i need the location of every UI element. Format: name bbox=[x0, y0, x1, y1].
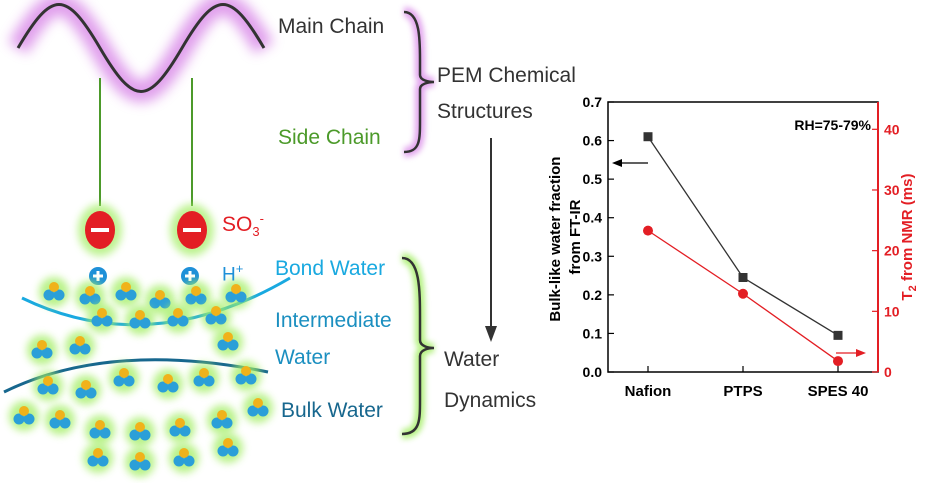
right-axis-pointer-arrow bbox=[836, 349, 866, 357]
water-dynamics-label-2: Dynamics bbox=[444, 389, 537, 412]
chart: 0.0 0.1 0.2 0.3 0.4 0.5 0.6 0.7 0 10 20 30 40 Nafio… bbox=[547, 94, 919, 400]
right-axis-tick-label: 40 bbox=[884, 121, 900, 137]
water-molecule-icon bbox=[87, 303, 117, 333]
left-axis-tick-label: 0.2 bbox=[583, 287, 603, 303]
water-molecule-icon bbox=[169, 443, 199, 473]
right-axis-tick-label: 30 bbox=[884, 182, 900, 198]
bulk-water-label: Bulk Water bbox=[281, 399, 383, 422]
water-molecule-icon bbox=[207, 405, 237, 435]
water-molecule-icon bbox=[75, 281, 105, 311]
left-axis-tick-label: 0.6 bbox=[583, 133, 603, 149]
water-molecule-icon bbox=[189, 363, 219, 393]
left-axis-tick-label: 0.5 bbox=[583, 171, 603, 187]
water-molecule-icon bbox=[213, 327, 243, 357]
right-axis-ticks: 0 10 20 30 40 bbox=[872, 121, 900, 380]
left-axis-label-line1: Bulk-like water fraction bbox=[547, 157, 564, 322]
right-axis-label: T2 from NMR (ms) bbox=[899, 174, 919, 301]
data-point-nmr bbox=[833, 356, 843, 367]
bulk-water-boundary bbox=[3, 358, 269, 394]
down-arrow-icon bbox=[485, 138, 497, 342]
data-point-ftir bbox=[738, 273, 748, 282]
bond-water-label: Bond Water bbox=[275, 257, 386, 280]
data-point-nmr bbox=[643, 225, 653, 236]
water-molecule-icon bbox=[109, 363, 139, 393]
intermediate-water-label-1: Intermediate bbox=[275, 309, 392, 332]
water-molecule-icon bbox=[153, 369, 183, 399]
x-axis-ticks: Nafion PTPS SPES 40 bbox=[625, 366, 869, 400]
series-line-left bbox=[647, 136, 839, 336]
brace-icon bbox=[401, 253, 435, 439]
x-axis-tick-label: SPES 40 bbox=[808, 383, 869, 400]
main-chain-label: Main Chain bbox=[278, 15, 385, 38]
x-axis-tick-label: Nafion bbox=[625, 383, 672, 400]
right-axis-tick-label: 20 bbox=[884, 243, 900, 259]
water-molecule-icon bbox=[45, 405, 75, 435]
intermediate-water-label-2: Water bbox=[275, 346, 331, 369]
water-molecules bbox=[9, 277, 273, 477]
water-molecule-icon bbox=[125, 417, 155, 447]
negative-charge-icon bbox=[170, 204, 214, 256]
chart-annotation: RH=75-79% bbox=[794, 117, 871, 133]
series-points bbox=[643, 132, 843, 367]
left-axis-label-line2: from FT-IR bbox=[567, 199, 584, 274]
water-molecule-icon bbox=[125, 305, 155, 335]
brace-icon bbox=[402, 7, 435, 157]
x-axis-tick-label: PTPS bbox=[723, 383, 762, 400]
water-molecule-icon bbox=[125, 447, 155, 477]
water-molecule-icon bbox=[85, 415, 115, 445]
proton-label: H+ bbox=[222, 261, 244, 286]
right-axis-tick-label: 0 bbox=[884, 364, 892, 380]
left-axis-tick-label: 0.0 bbox=[583, 364, 603, 380]
data-point-nmr bbox=[738, 288, 748, 299]
left-axis-tick-label: 0.7 bbox=[583, 94, 603, 110]
water-molecule-icon bbox=[221, 279, 251, 309]
water-molecule-icon bbox=[163, 303, 193, 333]
right-axis-tick-label: 10 bbox=[884, 303, 900, 319]
left-axis-tick-label: 0.3 bbox=[583, 248, 603, 264]
proton-plus-icon bbox=[181, 267, 199, 285]
series-lines bbox=[647, 136, 839, 362]
side-chain-label: Side Chain bbox=[278, 126, 381, 149]
main-chain-glow bbox=[8, 0, 274, 103]
water-molecule-icon bbox=[33, 371, 63, 401]
water-molecule-icon bbox=[165, 413, 195, 443]
water-molecule-icon bbox=[181, 281, 211, 311]
left-axis-tick-label: 0.1 bbox=[583, 325, 603, 341]
water-molecule-icon bbox=[27, 335, 57, 365]
water-molecule-icon bbox=[213, 433, 243, 463]
water-molecule-icon bbox=[111, 277, 141, 307]
left-axis-pointer-arrow bbox=[612, 159, 648, 167]
left-axis-label: Bulk-like water fraction from FT-IR bbox=[547, 152, 584, 321]
water-molecule-icon bbox=[243, 393, 273, 423]
water-molecule-icon bbox=[231, 361, 261, 391]
water-molecule-icon bbox=[145, 285, 175, 315]
proton-plus-icon bbox=[89, 267, 107, 285]
water-molecule-icon bbox=[65, 331, 95, 361]
data-point-ftir bbox=[643, 132, 653, 142]
negative-charge-icon bbox=[78, 204, 122, 256]
left-axis-tick-label: 0.4 bbox=[583, 210, 603, 226]
left-axis-ticks: 0.0 0.1 0.2 0.3 0.4 0.5 0.6 0.7 bbox=[583, 94, 614, 380]
water-molecule-icon bbox=[83, 443, 113, 473]
pem-structures-label-2: Structures bbox=[437, 100, 533, 123]
main-chain bbox=[16, 3, 266, 93]
data-point-ftir bbox=[833, 330, 843, 340]
sulfonate-label: SO3- bbox=[222, 211, 264, 240]
water-molecule-icon bbox=[201, 301, 231, 331]
water-molecule-icon bbox=[9, 401, 39, 431]
water-dynamics-label-1: Water bbox=[444, 348, 500, 371]
water-molecule-icon bbox=[71, 375, 101, 405]
water-molecule-icon bbox=[39, 277, 69, 307]
pem-structures-label-1: PEM Chemical bbox=[437, 64, 576, 87]
